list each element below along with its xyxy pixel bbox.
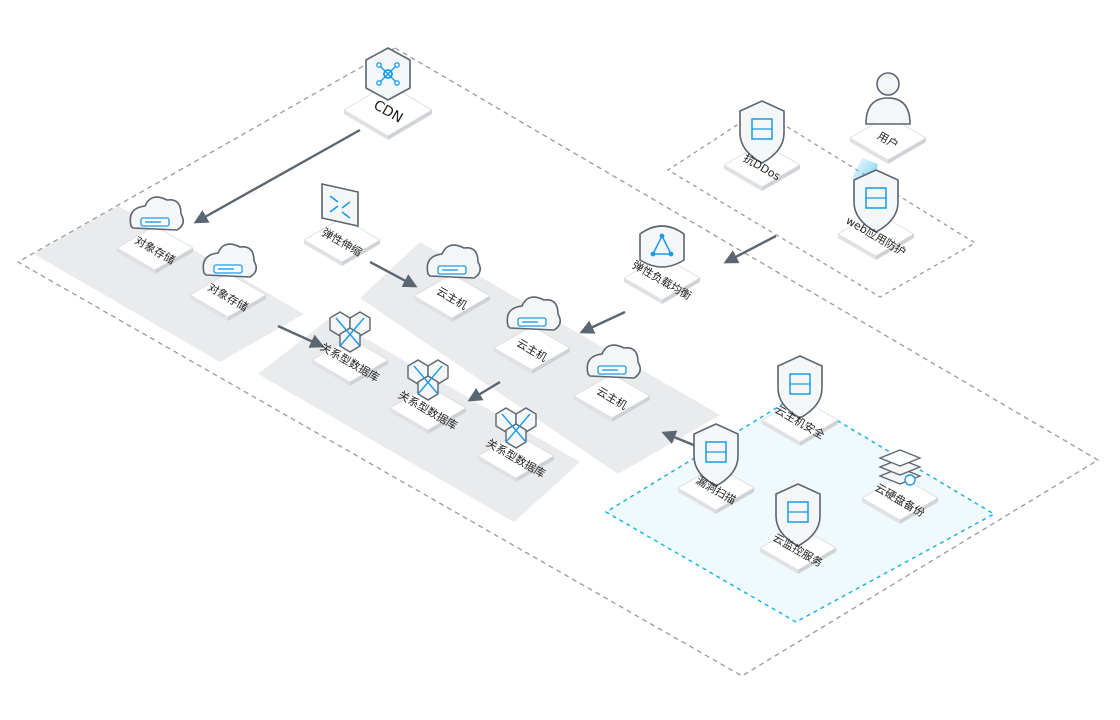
node-tile-side	[762, 420, 800, 446]
connection-arrow	[579, 310, 626, 334]
node-tile-side	[117, 248, 155, 274]
node-tile-side	[304, 240, 342, 266]
node-tile-side	[516, 456, 554, 482]
node-tile-side	[494, 348, 532, 374]
connection-arrow	[277, 324, 325, 348]
load-balancer-icon	[639, 225, 685, 268]
user-icon	[865, 72, 911, 125]
disk-backup-icon	[878, 449, 922, 486]
node-ddos[interactable]: 抗DDos	[723, 100, 801, 191]
cloud-upload-icon	[202, 243, 258, 278]
shield-scan-icon	[693, 423, 739, 487]
hex-database-icon	[329, 311, 371, 353]
shield-chart-icon	[775, 483, 821, 547]
network-hub-icon	[365, 47, 411, 101]
shield-server-icon	[777, 355, 823, 419]
connection-arrow	[369, 260, 418, 288]
node-tile-side	[900, 498, 938, 524]
node-db2[interactable]: 关系型数据库	[389, 359, 467, 434]
node-tile-side	[428, 408, 466, 434]
shield-firewall-icon	[853, 169, 899, 233]
node-tile-side	[342, 240, 380, 266]
node-lb[interactable]: 弹性负载均衡	[623, 225, 701, 304]
node-tile-side	[762, 165, 800, 191]
node-tile-side	[724, 165, 762, 191]
hex-database-icon	[495, 407, 537, 449]
connection-arrow	[467, 380, 501, 402]
node-tile-side	[390, 408, 428, 434]
cloud-server-icon	[426, 244, 482, 279]
storage-group-panel	[34, 206, 304, 362]
node-tile-side	[800, 420, 838, 446]
node-tile-side	[760, 548, 798, 574]
node-monitor[interactable]: 云监控服务	[759, 483, 837, 574]
node-tile-side	[798, 548, 836, 574]
connection-arrows	[193, 128, 777, 452]
node-tile-side	[624, 278, 662, 304]
node-tile-side	[888, 138, 926, 164]
node-hostsec[interactable]: 云主机安全	[761, 355, 839, 446]
node-tile-side	[678, 488, 716, 514]
node-tile-side	[612, 396, 650, 422]
node-tile-side	[850, 138, 888, 164]
node-user[interactable]: 用户	[849, 72, 927, 164]
shield-d-icon	[739, 100, 785, 164]
connection-arrow	[193, 128, 361, 224]
node-tile-side	[228, 295, 266, 321]
node-tile-side	[344, 110, 388, 140]
node-scan[interactable]: 漏洞扫描	[677, 423, 755, 514]
node-tile-side	[478, 456, 516, 482]
node-tile-side	[838, 234, 876, 260]
node-tile-side	[574, 396, 612, 422]
node-tile-side	[155, 248, 193, 274]
node-storage1[interactable]: 对象存储	[116, 196, 194, 274]
node-host2[interactable]: 云主机	[493, 296, 571, 374]
hex-database-icon	[407, 359, 449, 401]
node-tile-side	[350, 360, 388, 386]
main-region-boundary	[16, 47, 1100, 677]
node-cdn[interactable]: CDN	[343, 47, 433, 140]
node-tile-side	[414, 296, 452, 322]
node-tile-side	[312, 360, 350, 386]
node-tile-side	[388, 110, 432, 140]
node-waf[interactable]: web应用防护	[837, 169, 915, 260]
node-backup[interactable]: 云硬盘备份	[861, 449, 939, 524]
expand-arrows-icon	[321, 183, 359, 227]
node-tile-side	[662, 278, 700, 304]
node-tile-side	[452, 296, 490, 322]
node-tile-side	[716, 488, 754, 514]
cloud-upload-icon	[129, 196, 185, 231]
connection-arrow	[723, 234, 777, 264]
node-tile-side	[190, 295, 228, 321]
edge-security-region	[666, 109, 977, 298]
node-tile-side	[876, 234, 914, 260]
cloud-server-icon	[506, 296, 562, 331]
node-tile-side	[532, 348, 570, 374]
node-host3[interactable]: 云主机	[573, 344, 651, 422]
node-tile-side	[862, 498, 900, 524]
node-autoscale[interactable]: 弹性伸缩	[303, 183, 381, 266]
node-storage2[interactable]: 对象存储	[189, 243, 267, 321]
cloud-server-icon	[586, 344, 642, 379]
node-host1[interactable]: 云主机	[413, 244, 491, 322]
